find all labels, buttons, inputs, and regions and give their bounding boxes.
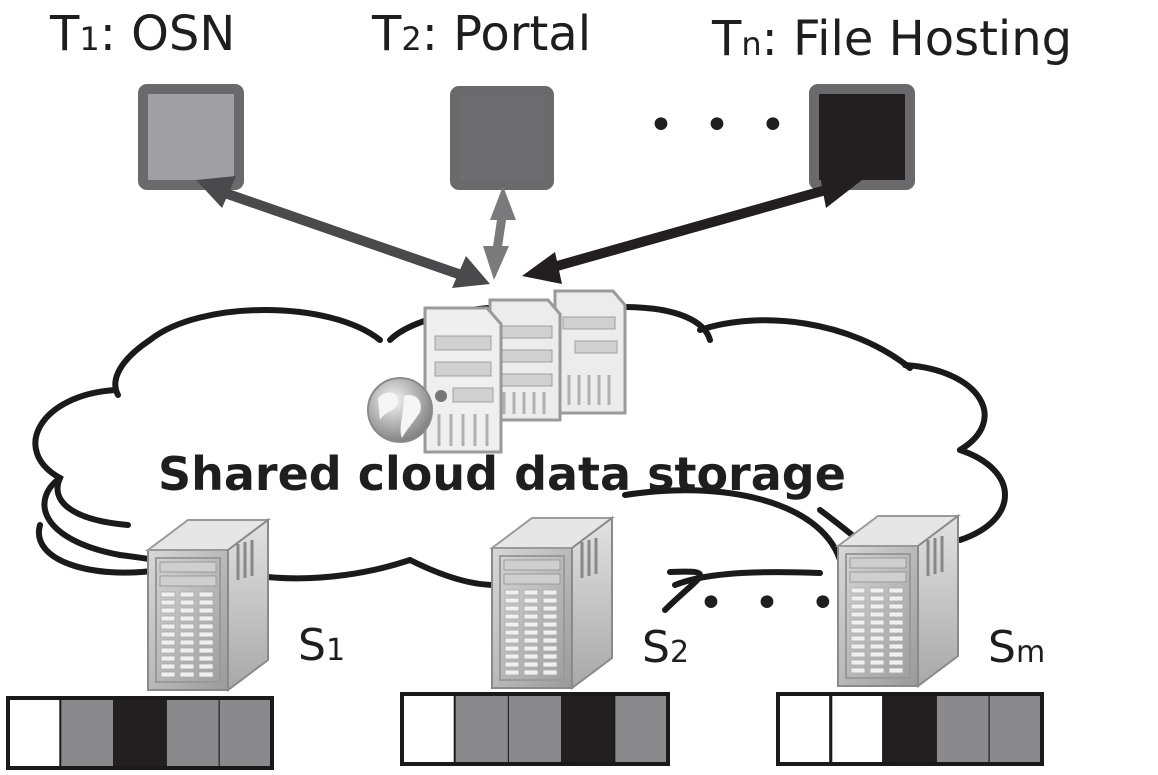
storage-server-icon-3	[835, 514, 961, 688]
storage-block	[507, 693, 563, 765]
storage-server-icon-2	[489, 516, 615, 690]
cloud-title: Shared cloud data storage	[158, 447, 846, 501]
storage-block	[829, 692, 886, 766]
storage-bar-frame	[6, 696, 274, 770]
tenant-label-1: T1: OSN	[49, 6, 235, 62]
storage-block	[988, 693, 1043, 765]
storage-block	[6, 696, 63, 770]
storage-bar-frame	[400, 692, 670, 766]
arrow-tenant-2	[483, 186, 516, 280]
server-label-2: S2	[642, 622, 689, 673]
globe-icon	[367, 377, 433, 443]
storage-block	[454, 693, 509, 765]
arrow-tenant-n	[522, 176, 862, 284]
storage-block	[60, 697, 115, 769]
storage-block	[400, 692, 457, 766]
storage-blocks-3	[776, 692, 1044, 766]
storage-block	[935, 693, 990, 765]
storage-block	[776, 692, 833, 766]
tenant-box-1	[138, 84, 244, 190]
server-ellipsis: • • •	[698, 578, 844, 629]
storage-block	[113, 697, 167, 769]
storage-block	[218, 697, 273, 769]
storage-block	[883, 693, 937, 765]
storage-server-icon-1	[145, 518, 271, 692]
tenant-label-2: T2: Portal	[371, 6, 591, 62]
tenant-box-n	[809, 84, 915, 190]
server-label-m: Sm	[988, 622, 1045, 673]
storage-block	[165, 697, 220, 769]
storage-bar-frame	[776, 692, 1044, 766]
storage-block	[614, 693, 669, 765]
storage-blocks-1	[6, 696, 274, 770]
storage-blocks-2	[400, 692, 670, 766]
storage-block	[561, 693, 616, 765]
tenant-box-2	[450, 86, 554, 190]
tenant-ellipsis: • • •	[648, 100, 794, 151]
central-server-cluster-icon	[367, 289, 627, 454]
tenant-label-n: Tn: File Hosting	[711, 11, 1072, 67]
server-label-1: S1	[298, 620, 345, 671]
arrow-tenant-1	[196, 176, 490, 288]
